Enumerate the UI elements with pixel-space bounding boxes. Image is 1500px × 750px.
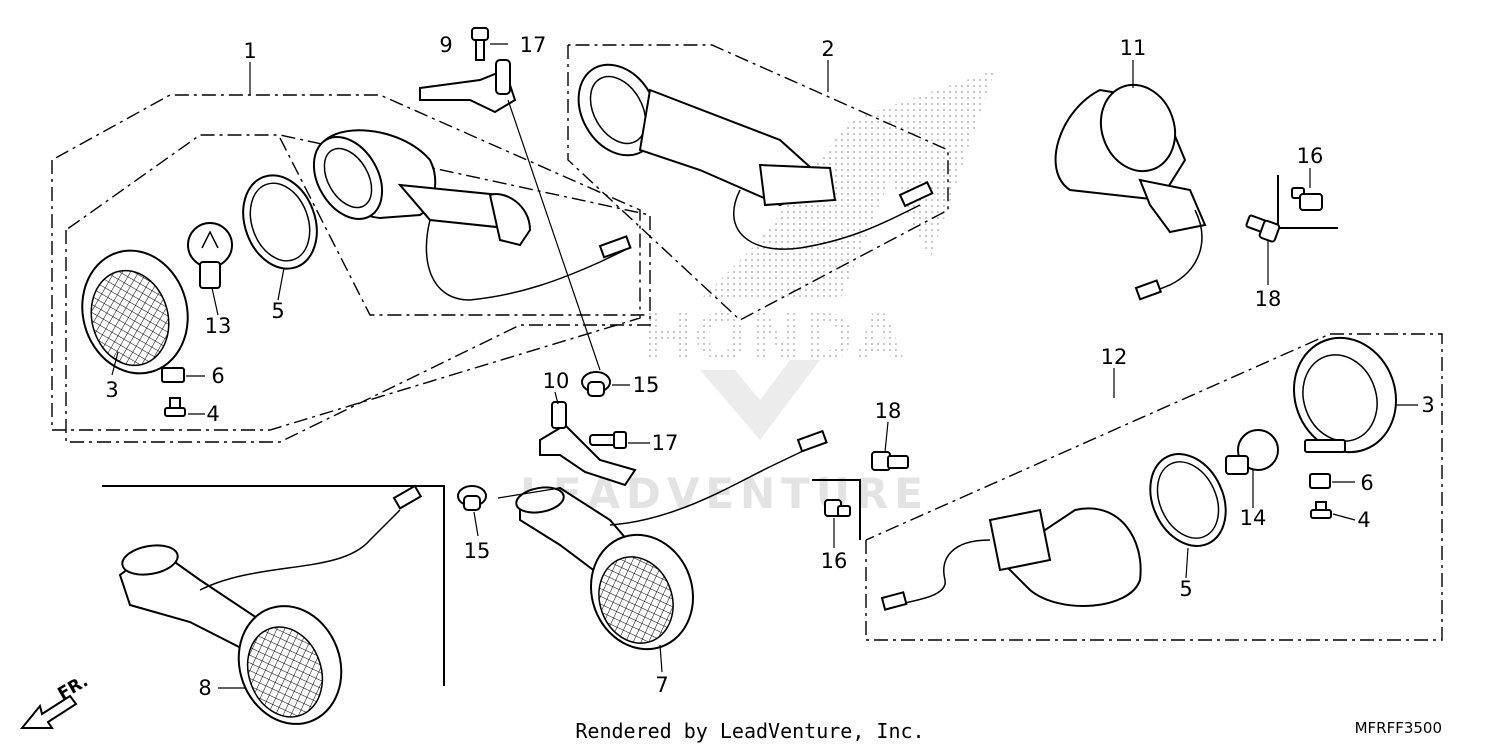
turn-signal-housing-1 [312, 129, 632, 301]
callout-4-right: 4 [1357, 508, 1370, 532]
leader-lines [111, 43, 1418, 689]
bolt-18-lower [871, 451, 909, 471]
callout-4-left: 4 [206, 402, 219, 426]
bolt-18-upper [1245, 214, 1281, 243]
nut-6-left [161, 367, 185, 383]
callout-17-upper: 17 [520, 33, 547, 57]
screw-4-left [164, 397, 186, 417]
callout-16-upper: 16 [1297, 144, 1324, 168]
callout-16-lower: 16 [821, 549, 848, 573]
screw-4-right [1310, 501, 1332, 519]
gasket-5-right [1149, 453, 1227, 547]
diagram-code: MFRFF3500 [1355, 719, 1442, 737]
bulb-13 [187, 222, 233, 289]
callout-17-lower: 17 [652, 431, 679, 455]
callout-9: 9 [439, 33, 452, 57]
turn-signal-housing-12 [880, 507, 1142, 611]
callout-14: 14 [1240, 506, 1267, 530]
callout-labels: 1 2 3 3 4 4 5 5 6 6 7 8 9 10 11 12 13 14… [105, 33, 1434, 700]
lens-3-right [1292, 336, 1398, 454]
callout-2: 2 [821, 37, 834, 61]
callout-8: 8 [198, 676, 211, 700]
turn-signal-housing-2 [577, 63, 934, 250]
callout-1: 1 [243, 39, 256, 63]
grommet-15-lower [457, 485, 487, 511]
nut-6-right [1309, 473, 1331, 489]
callout-11: 11 [1120, 36, 1147, 60]
bracket-9 [419, 59, 517, 114]
turn-signal-housing-7 [515, 429, 828, 651]
callout-10: 10 [543, 369, 570, 393]
gasket-5-left [242, 174, 318, 270]
bolt-17-lower [589, 431, 627, 449]
callout-6-left: 6 [211, 364, 224, 388]
turn-signal-housing-8 [118, 484, 423, 725]
bulb-14 [1225, 429, 1279, 475]
callout-3-right: 3 [1421, 393, 1434, 417]
watermark-brand-text: HONDA [640, 302, 905, 376]
callout-6-right: 6 [1360, 471, 1373, 495]
callout-15-upper: 15 [633, 373, 660, 397]
callout-18-upper: 18 [1255, 287, 1282, 311]
bolt-17-upper [471, 27, 489, 61]
callout-13: 13 [205, 314, 232, 338]
render-credit: Rendered by LeadVenture, Inc. [575, 719, 924, 743]
bolt-16-upper [1291, 187, 1323, 211]
callout-3-left: 3 [105, 378, 118, 402]
callout-18-lower: 18 [875, 399, 902, 423]
callout-15-lower: 15 [464, 539, 491, 563]
bracket-10 [539, 401, 637, 487]
grommet-15-upper [581, 371, 611, 397]
turn-signal-housing-11 [1054, 83, 1207, 301]
callout-5-right: 5 [1179, 577, 1192, 601]
lens-3-left [81, 249, 189, 375]
callout-5-left: 5 [271, 299, 284, 323]
callout-7: 7 [655, 673, 668, 697]
front-direction-arrow: FR. [19, 671, 92, 729]
bolt-16-lower [824, 499, 851, 517]
assembly-boundaries [51, 44, 1443, 641]
callout-12: 12 [1101, 345, 1128, 369]
